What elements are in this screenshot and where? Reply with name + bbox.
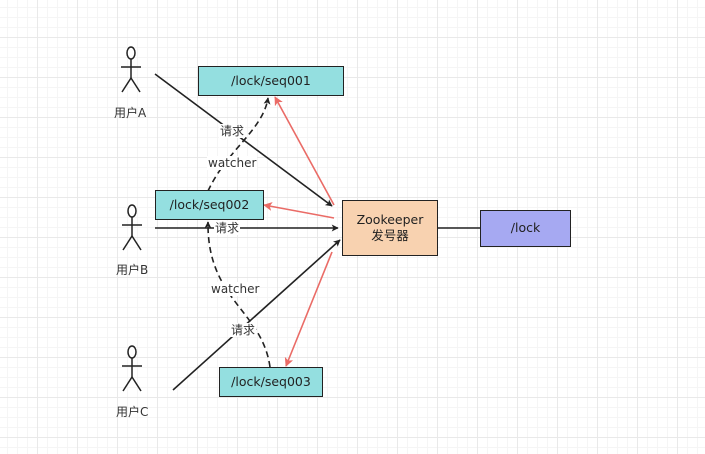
watcher-curve-bottom (204, 221, 271, 368)
seq002-label: /lock/seq002 (169, 196, 250, 212)
user-a-label: 用户A (114, 106, 147, 120)
reply-arrow-seq001 (274, 96, 335, 206)
user-b-label: 用户B (116, 263, 149, 277)
watcher-label-top: watcher (207, 156, 258, 170)
user-a-icon (121, 46, 141, 93)
watcher-curve-top (207, 97, 271, 192)
request-label-b: 请求 (214, 221, 241, 235)
request-label-c: 请求 (230, 323, 257, 337)
reply-arrow-seq003 (284, 251, 333, 367)
user-b-icon (122, 204, 142, 251)
reply-arrow-seq002 (263, 202, 335, 219)
lock-label: /lock (510, 220, 541, 236)
zookeeper-label-line1: Zookeeper (356, 211, 424, 227)
lock-node: /lock (480, 210, 571, 247)
user-c-label: 用户C (116, 405, 149, 419)
zookeeper-label-line2: 发号器 (371, 228, 409, 243)
zookeeper-node: Zookeeper 发号器 (342, 200, 438, 256)
seq001-node: /lock/seq001 (198, 66, 344, 96)
user-c-icon (122, 345, 142, 392)
seq001-label: /lock/seq001 (231, 72, 311, 88)
watcher-label-bottom: watcher (210, 282, 261, 296)
request-arrow-c (172, 239, 341, 391)
request-label-a: 请求 (219, 124, 246, 138)
seq003-label: /lock/seq003 (231, 373, 311, 389)
seq002-node: /lock/seq002 (155, 190, 264, 220)
seq003-node: /lock/seq003 (219, 367, 323, 397)
